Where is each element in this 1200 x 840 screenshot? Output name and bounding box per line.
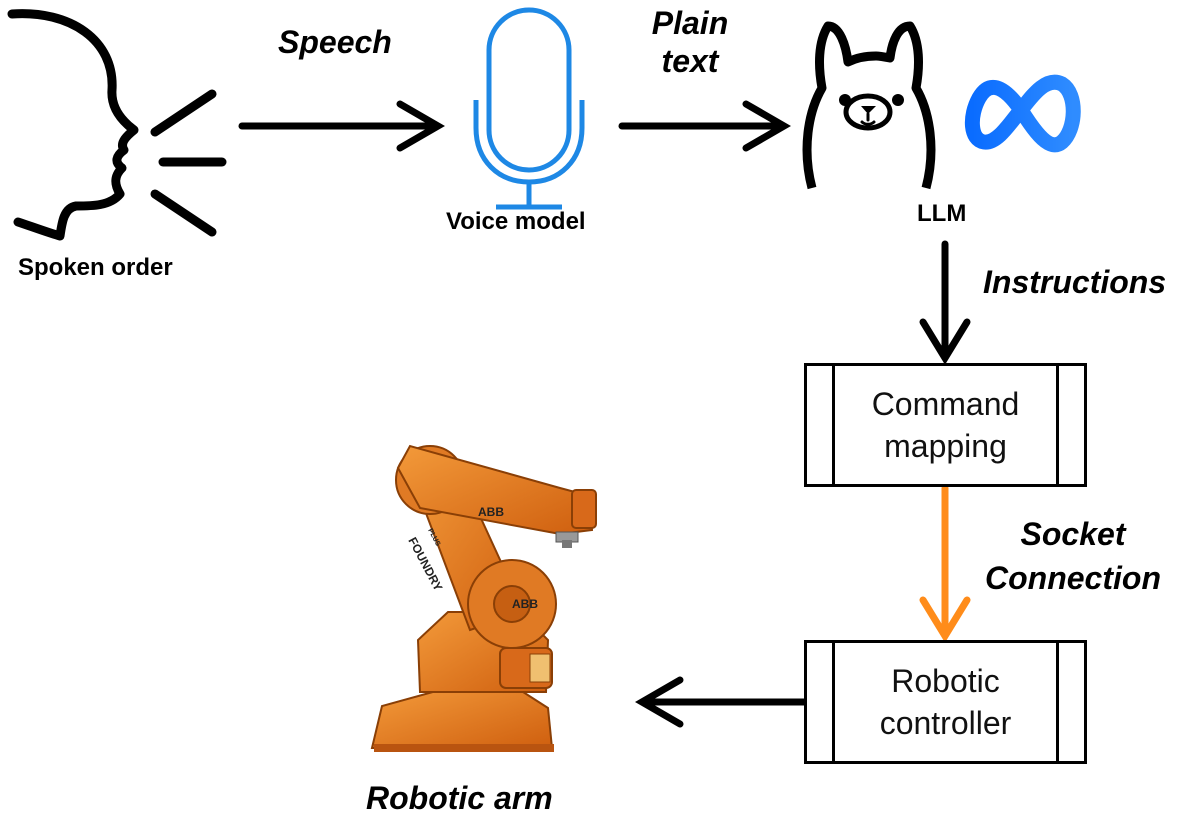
svg-text:ABB: ABB <box>512 597 538 611</box>
voice-model-label: Voice model <box>446 208 586 235</box>
robotic-controller-box: Robotic controller <box>804 640 1087 764</box>
meta-logo-icon <box>964 74 1081 153</box>
speaking-head-icon <box>7 9 227 241</box>
plain-text-edge-label: Plain text <box>651 5 729 79</box>
box-side-bar <box>832 643 835 761</box>
microphone-icon <box>473 7 585 210</box>
instructions-arrow <box>919 240 971 365</box>
instructions-edge-label: Instructions <box>983 264 1167 300</box>
box-side-bar <box>832 366 835 484</box>
box-side-bar <box>1056 643 1059 761</box>
robotic-controller-label: Robotic controller <box>879 663 1012 741</box>
llama-icon <box>802 21 936 190</box>
controller-to-arm-arrow <box>635 676 808 728</box>
spoken-order-label: Spoken order <box>18 254 173 281</box>
speech-edge-label: Speech <box>278 24 392 60</box>
llm-label: LLM <box>917 200 967 227</box>
box-side-bar <box>1056 366 1059 484</box>
speech-arrow <box>238 100 445 152</box>
robotic-arm-image: ABB ABB FOUNDRY PLUS <box>370 444 597 752</box>
plain-text-arrow <box>618 100 791 152</box>
socket-connection-arrow <box>919 484 971 643</box>
command-mapping-label: Command mapping <box>871 386 1020 464</box>
svg-text:ABB: ABB <box>478 505 504 519</box>
socket-connection-edge-label: Socket Connection <box>985 516 1161 596</box>
command-mapping-box: Command mapping <box>804 363 1087 487</box>
robotic-arm-label: Robotic arm <box>366 780 553 816</box>
